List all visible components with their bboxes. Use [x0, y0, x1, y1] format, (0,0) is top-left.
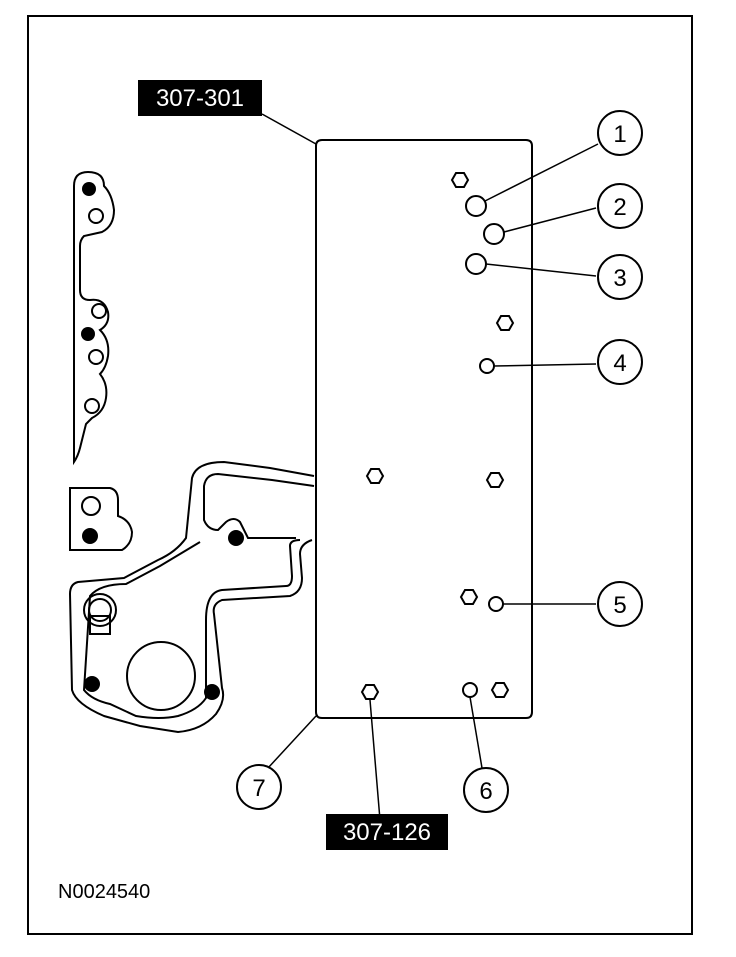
callout-number: 4 [613, 350, 626, 377]
gasket-plate [68, 460, 315, 734]
hex-bolt [365, 468, 385, 484]
hex-bolt [490, 682, 510, 698]
callout-5: 5 [597, 581, 643, 627]
callout-2: 2 [597, 183, 643, 229]
plate-hex-bolts [360, 172, 515, 700]
callout-4: 4 [597, 339, 643, 385]
callout-3: 3 [597, 254, 643, 300]
tool-tag-307-126: 307-126 [326, 814, 448, 850]
tool-tag-label: 307-126 [343, 819, 431, 846]
hex-bolt [360, 684, 380, 700]
callout-number: 3 [613, 265, 626, 292]
callout-6: 6 [463, 767, 509, 813]
bracket-plate [69, 487, 134, 551]
figure-frame [27, 15, 693, 935]
gasket-strip-bolt-holes [81, 182, 96, 341]
gasket-plate-bolt-holes [84, 530, 244, 700]
callout-number: 7 [252, 775, 265, 802]
callout-7: 7 [236, 764, 282, 810]
callout-number: 1 [613, 121, 626, 148]
callout-number: 5 [613, 592, 626, 619]
gasket-strip [73, 170, 116, 466]
leader-lines [261, 113, 599, 821]
tool-tag-label: 307-301 [156, 85, 244, 112]
figure-id: N0024540 [58, 881, 150, 903]
hex-bolt [485, 472, 505, 488]
callout-number: 6 [479, 778, 492, 805]
callout-number: 2 [613, 194, 626, 221]
special-tool-plate [315, 139, 533, 719]
callout-1: 1 [597, 110, 643, 156]
hex-bolt [495, 315, 515, 331]
hex-bolt [450, 172, 470, 188]
tool-tag-307-301: 307-301 [138, 80, 262, 116]
hex-bolt [459, 589, 479, 605]
